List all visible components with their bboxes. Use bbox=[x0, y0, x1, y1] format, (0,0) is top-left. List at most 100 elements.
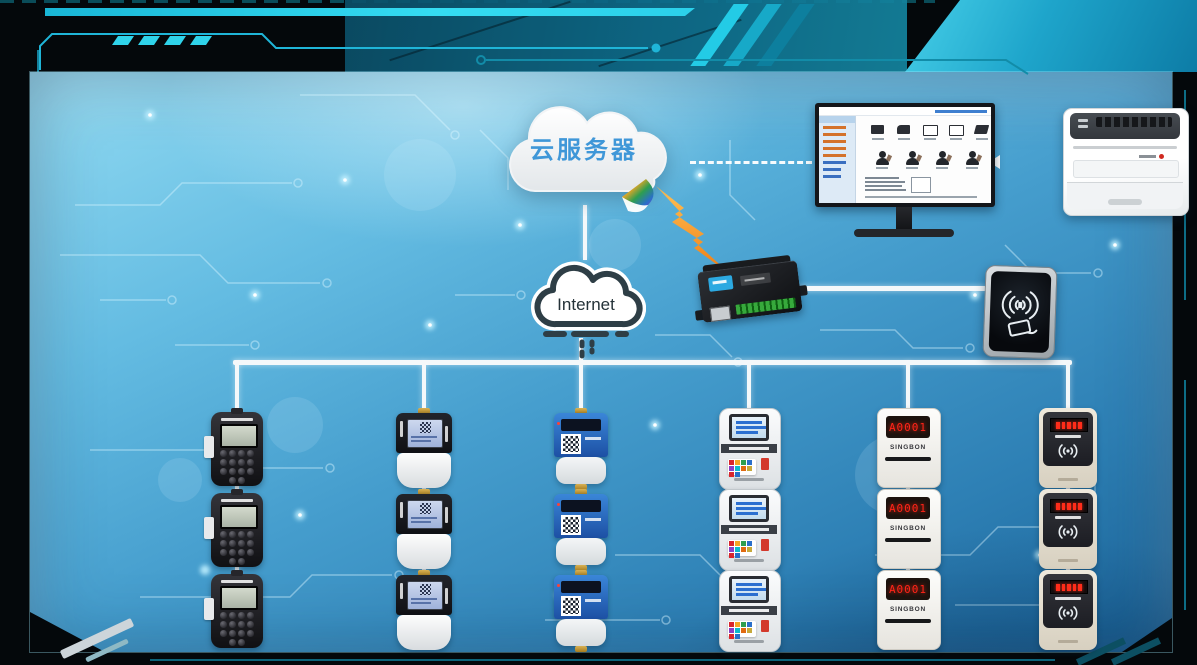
led-display: A0001 bbox=[886, 416, 930, 438]
device-singbon-card-reader: A0001 SINGBON bbox=[877, 489, 941, 569]
keypad-button bbox=[247, 549, 254, 556]
info-text-placeholder bbox=[865, 181, 905, 183]
sticker-pixel bbox=[741, 460, 746, 465]
model-band bbox=[721, 444, 777, 453]
topbar-text-placeholder bbox=[935, 110, 987, 113]
keypad-button bbox=[238, 477, 245, 484]
sidebar-item bbox=[823, 161, 846, 164]
cloud-server-label: 云服务器 bbox=[530, 136, 638, 164]
side-text-placeholder bbox=[400, 583, 403, 599]
label-text-placeholder bbox=[744, 277, 765, 282]
sticker-pixel bbox=[729, 547, 734, 552]
lcd-display bbox=[561, 500, 601, 512]
sidebar-item bbox=[823, 140, 846, 143]
rfid-wave-icon bbox=[1058, 525, 1078, 539]
sticker-pixel bbox=[747, 622, 752, 627]
device-canteen-pos-terminal bbox=[719, 570, 781, 652]
lcd-display bbox=[561, 581, 601, 593]
info-text-placeholder bbox=[865, 185, 902, 187]
laser-printer bbox=[1063, 108, 1189, 216]
device-lcd-water-controller bbox=[396, 408, 452, 488]
sticker-pixel bbox=[735, 622, 740, 627]
operator-icon bbox=[965, 151, 983, 165]
operator-icon-label bbox=[906, 167, 918, 169]
printer-paper-tray bbox=[1067, 182, 1183, 209]
sticker-pixel bbox=[747, 466, 752, 471]
keypad-button bbox=[220, 450, 227, 457]
lcd-screen bbox=[729, 495, 769, 522]
keypad-button bbox=[238, 558, 245, 565]
toolbar-icon-label bbox=[976, 138, 988, 140]
sticker-pixel bbox=[735, 466, 740, 471]
keypad-button bbox=[220, 612, 227, 619]
keypad-button bbox=[229, 531, 236, 538]
lcd-panel bbox=[732, 417, 766, 438]
sticker-pixel bbox=[741, 628, 746, 633]
printer-seam bbox=[1073, 146, 1177, 149]
red-tag bbox=[761, 458, 769, 470]
toolbar-device-icon bbox=[897, 125, 910, 134]
toolbar-icon-label bbox=[872, 138, 884, 140]
rfid-wave-icon bbox=[1058, 444, 1078, 458]
brand-sticker bbox=[728, 621, 756, 639]
card-slot bbox=[734, 559, 764, 562]
device-bus-line bbox=[233, 360, 1072, 365]
sticker-pixel bbox=[729, 553, 734, 558]
led-segment bbox=[1061, 502, 1066, 510]
keypad-button bbox=[229, 450, 236, 457]
toolbar-icon-label bbox=[924, 138, 936, 140]
keypad-button bbox=[220, 540, 227, 547]
keypad-button bbox=[247, 630, 254, 637]
keypad-button bbox=[247, 468, 254, 475]
keypad-button bbox=[238, 450, 245, 457]
label-text-placeholder bbox=[585, 437, 601, 440]
device-faceplate bbox=[1043, 412, 1093, 466]
led-segment bbox=[1072, 583, 1077, 591]
led-segment bbox=[1067, 583, 1071, 591]
lcd-text-placeholder bbox=[411, 436, 437, 438]
status-text-placeholder bbox=[865, 196, 977, 198]
keypad-button bbox=[238, 612, 245, 619]
lcd-text-placeholder bbox=[736, 507, 766, 510]
operator-icon bbox=[905, 151, 923, 165]
model-band bbox=[721, 525, 777, 534]
rfid-wave-icon bbox=[1001, 290, 1039, 337]
lcd-screen bbox=[220, 586, 258, 610]
led-segment bbox=[1056, 502, 1060, 510]
device-iot-water-meter bbox=[554, 489, 608, 571]
keypad-button bbox=[229, 477, 236, 484]
keypad-button bbox=[229, 468, 236, 475]
keypad-button bbox=[238, 468, 245, 475]
monitor bbox=[815, 103, 995, 207]
brand-label: SINGBON bbox=[890, 606, 926, 613]
keypad-button bbox=[238, 621, 245, 628]
toolbar-device-icon bbox=[949, 125, 964, 136]
toolbar-device-icon bbox=[973, 125, 990, 134]
keypad-button bbox=[220, 621, 227, 628]
software-topbar bbox=[819, 107, 991, 116]
pipe-fitting bbox=[231, 570, 243, 576]
gateway-spec-tag bbox=[739, 272, 771, 287]
card-slot bbox=[734, 478, 764, 481]
card-slot bbox=[885, 457, 931, 461]
device-id-readout: A0001 bbox=[888, 582, 928, 596]
keypad-button bbox=[220, 630, 227, 637]
qr-code-icon bbox=[561, 434, 581, 454]
monitor-stand bbox=[896, 207, 912, 231]
printer-brand-logo-icon bbox=[1159, 154, 1164, 159]
sticker-pixel bbox=[747, 628, 752, 633]
device-title-placeholder bbox=[1055, 435, 1081, 438]
network-converter-gateway bbox=[694, 252, 808, 332]
sticker-pixel bbox=[729, 460, 734, 465]
device-canteen-pos-terminal bbox=[719, 489, 781, 571]
sticker-pixel bbox=[735, 547, 740, 552]
keypad-button bbox=[238, 540, 245, 547]
keypad-button bbox=[229, 459, 236, 466]
side-module bbox=[204, 517, 214, 539]
device-keypad-water-controller bbox=[204, 570, 263, 648]
printer-tray-handle bbox=[1108, 199, 1142, 205]
frame-decoration bbox=[150, 659, 1055, 661]
keypad-button bbox=[229, 630, 236, 637]
device-id-readout: A0001 bbox=[888, 420, 928, 434]
gateway-body bbox=[697, 260, 803, 323]
